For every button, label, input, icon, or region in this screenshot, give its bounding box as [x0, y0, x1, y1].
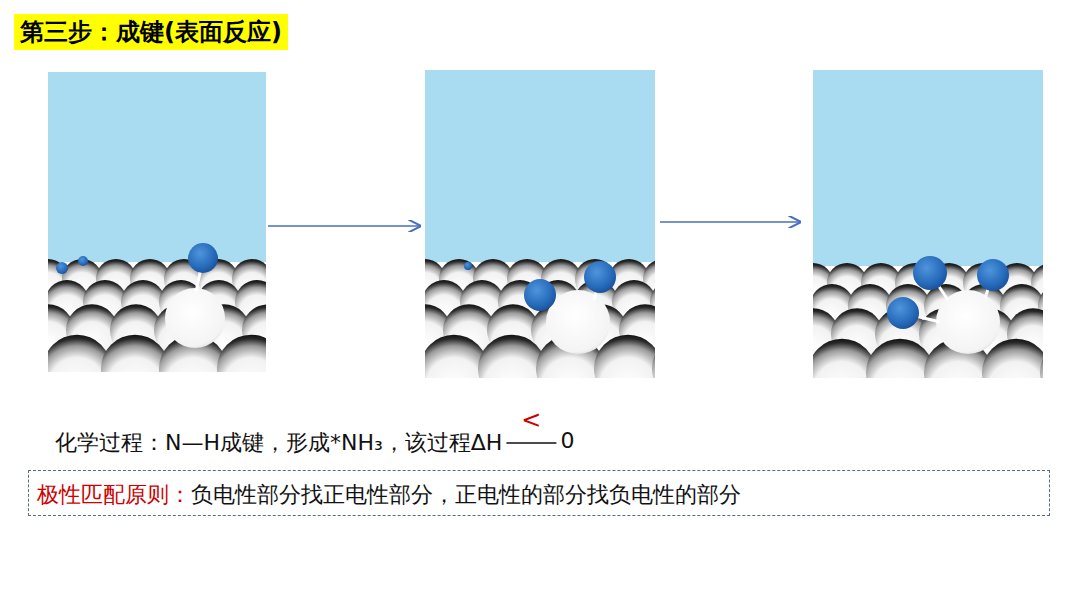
nitrogen-atom [188, 243, 218, 273]
principle-heading: 极性匹配原则： [37, 482, 191, 507]
nitrogen-atom [887, 297, 919, 329]
title: 第三步：成键(表面反应) [14, 14, 288, 50]
reaction-panel [48, 72, 266, 372]
active-site [165, 288, 225, 348]
nitrogen-atom [584, 261, 616, 293]
answer-blank [506, 443, 556, 444]
hydrogen-atom [56, 262, 68, 274]
gas-phase [48, 72, 266, 262]
nitrogen-atom [913, 256, 947, 290]
catalyst-atom [478, 335, 546, 378]
panel-ground [48, 72, 266, 372]
process-note: 化学过程：N—H成键，形成*NH₃，该过程ΔH [55, 428, 502, 458]
answer-blank-line [506, 442, 556, 444]
gas-phase [813, 70, 1043, 266]
catalyst-atom [866, 339, 934, 378]
hydrogen-atom [78, 256, 88, 266]
reaction-panel [813, 70, 1043, 378]
gas-phase [425, 70, 655, 262]
step-arrow [268, 225, 420, 227]
catalyst-atom [982, 339, 1043, 378]
active-site [936, 290, 1000, 354]
principle-body: 负电性部分找正电性部分，正电性的部分找负电性的部分 [191, 482, 741, 507]
nitrogen-atom [524, 279, 556, 311]
catalyst-atom [652, 335, 655, 378]
catalyst-atom [217, 335, 266, 372]
nitrogen-atom [977, 259, 1009, 291]
catalyst-atom [1040, 339, 1043, 378]
step-arrow [660, 221, 800, 223]
process-note: 0 [560, 428, 574, 453]
panels [0, 70, 1080, 407]
principle-box: 极性匹配原则：负电性部分找正电性部分，正电性的部分找负电性的部分 [28, 470, 1050, 516]
hydrogen-atom [464, 262, 472, 270]
catalyst-atom [101, 335, 169, 372]
active-site [546, 290, 610, 354]
answer-mark: < [521, 406, 541, 434]
reaction-panel [425, 70, 655, 378]
